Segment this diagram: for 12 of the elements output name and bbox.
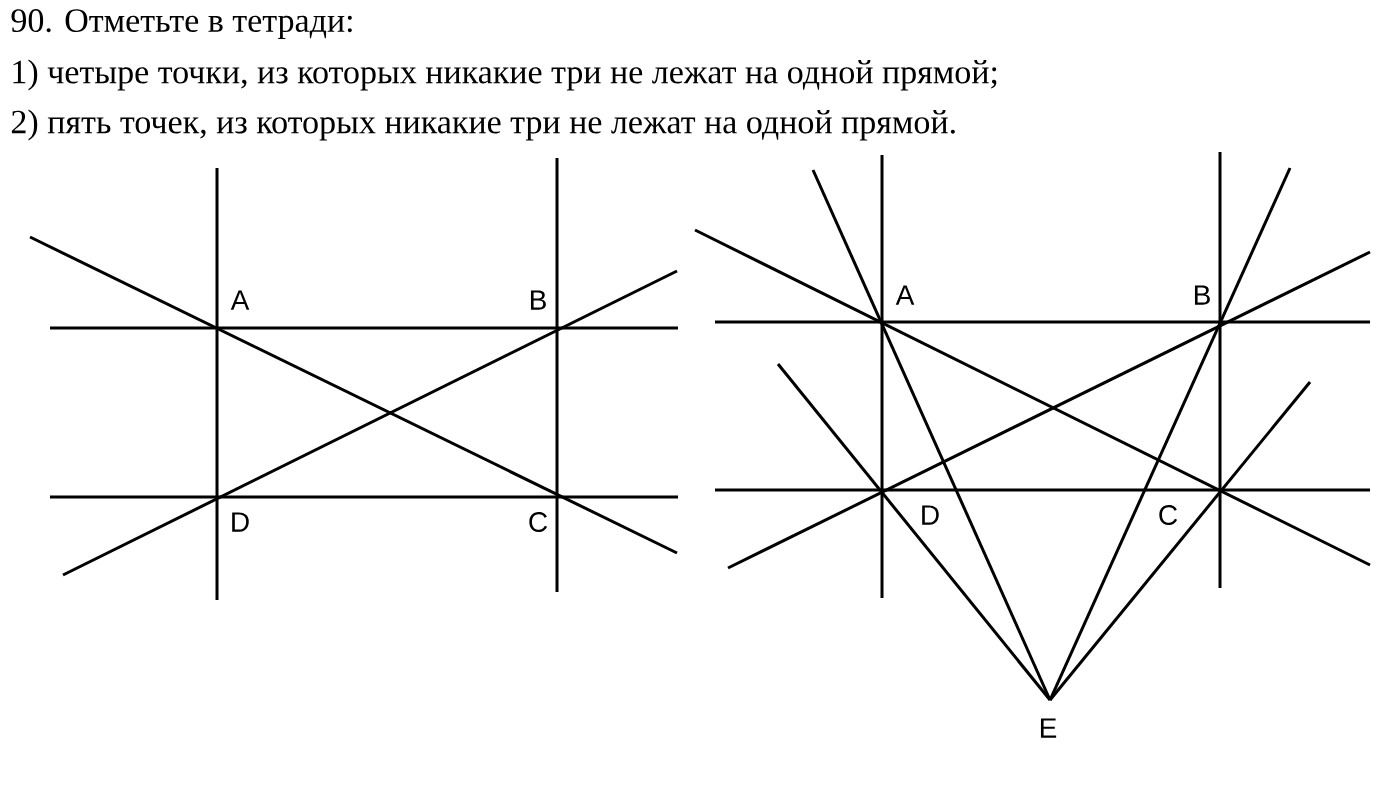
task-text: 1) четыре точки, из которых никакие три не лежат на одной прямой;: [13, 59, 997, 91]
point-label: B: [530, 290, 546, 310]
point-label: B: [1194, 285, 1210, 305]
task-text: 2) пять точек, из которых никакие три не лежат на одной прямой.: [11, 109, 955, 141]
point-label: A: [230, 290, 250, 310]
point-label: A: [895, 285, 915, 305]
point-label: E: [1040, 718, 1057, 738]
task-title: 90. Отметьте в тетради:: [11, 9, 352, 39]
point-label: D: [232, 512, 249, 532]
point-label: D: [922, 505, 939, 525]
point-label: C: [1159, 505, 1178, 525]
point-label: C: [529, 512, 548, 532]
